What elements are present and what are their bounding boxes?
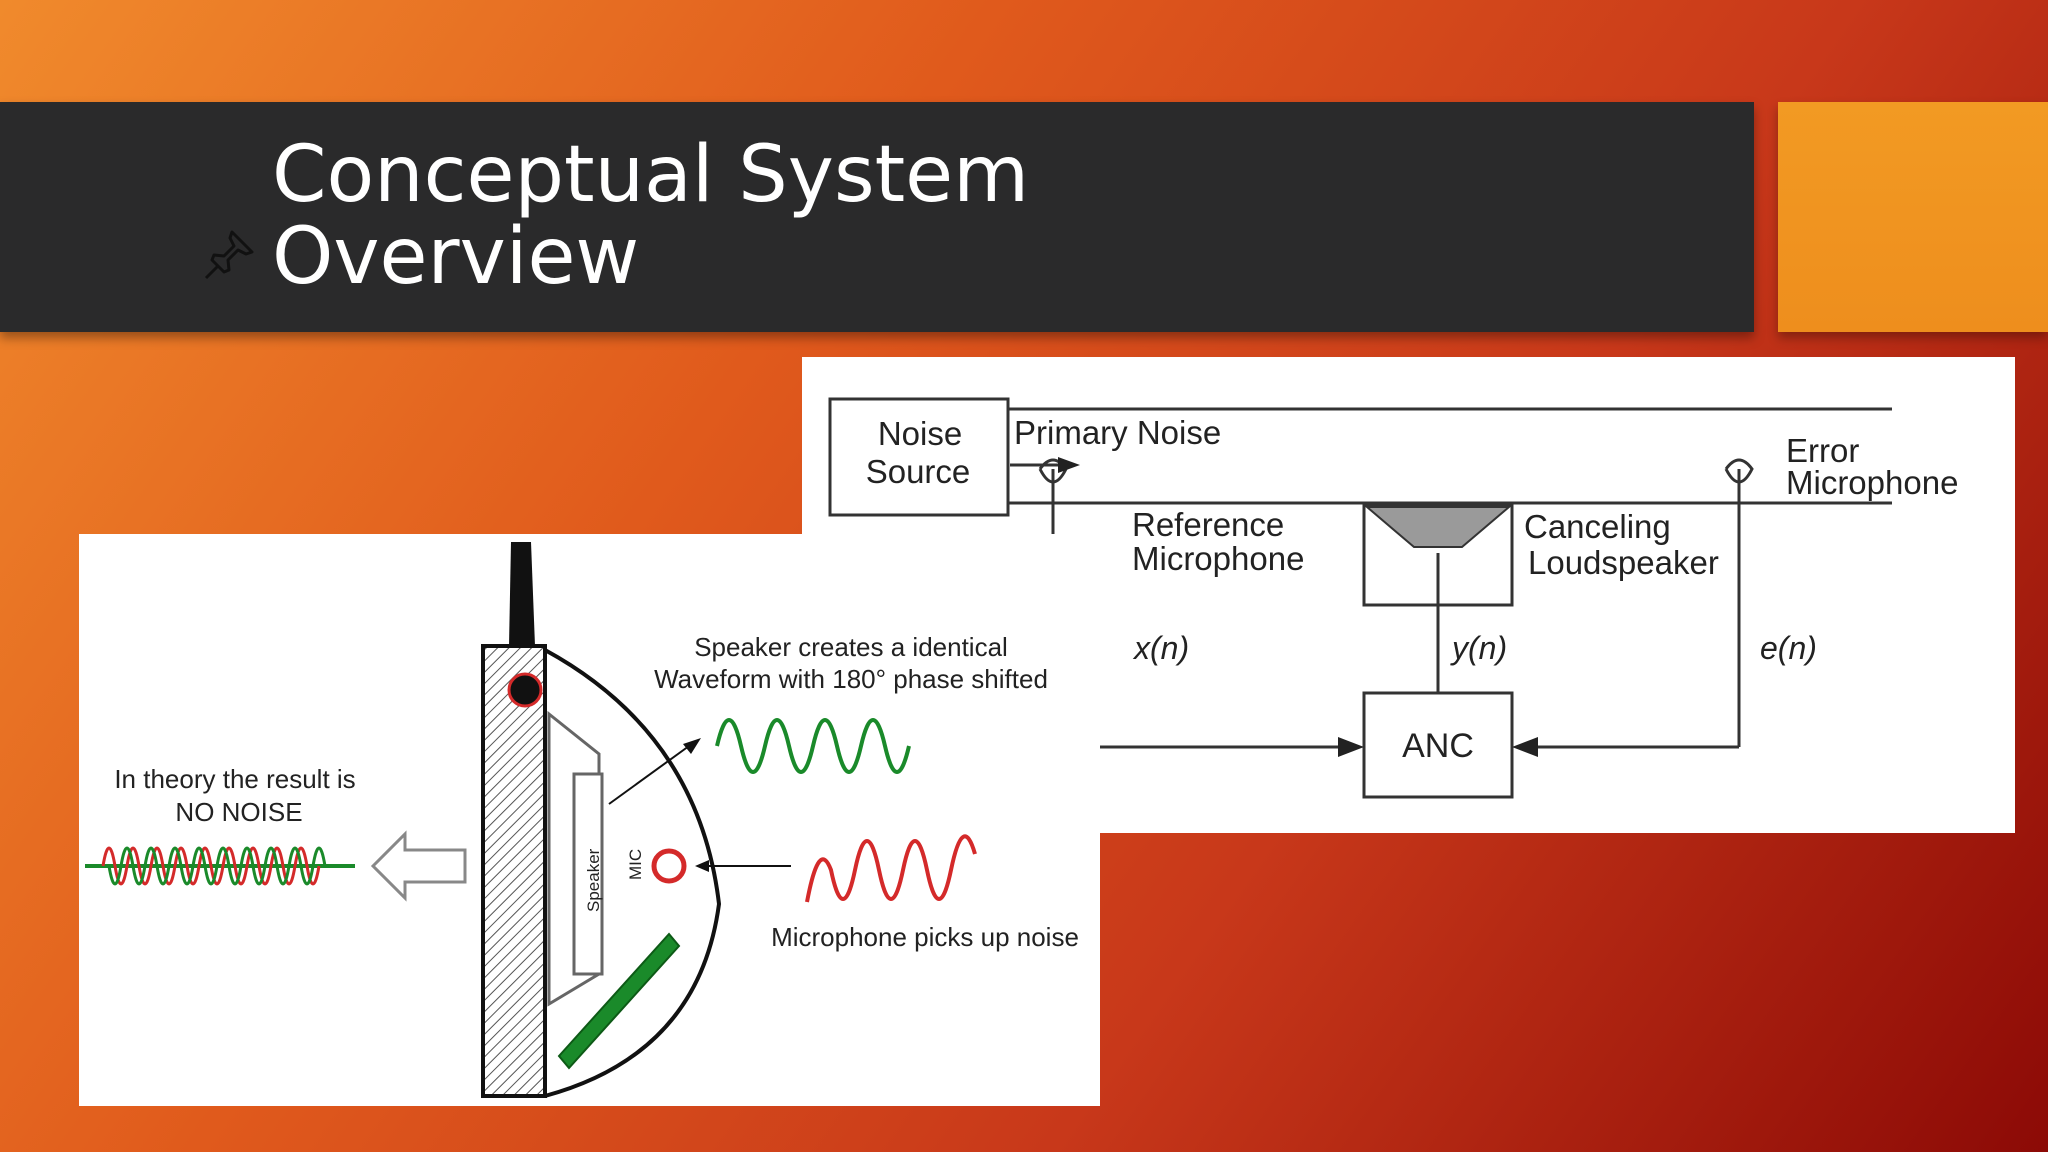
result-arrow <box>370 830 467 902</box>
x-signal-label: x(n) <box>1132 630 1189 666</box>
title-bar <box>0 102 1754 332</box>
speaker-note-1: Speaker creates a identical <box>694 632 1008 662</box>
speaker-label: Speaker <box>584 848 603 912</box>
canceling-label-2: Loudspeaker <box>1528 544 1719 581</box>
reference-mic-label-1: Reference <box>1132 506 1284 543</box>
title-line-1: Conceptual System <box>272 130 1030 220</box>
headphone-diagram: Speaker MIC In theory the result is NO N… <box>79 534 1100 1106</box>
noise-wave <box>805 834 977 903</box>
anc-box <box>1362 691 1514 799</box>
speaker-cone <box>1364 506 1512 548</box>
mic-label: MIC <box>626 849 645 880</box>
y-signal-label: y(n) <box>1450 630 1507 666</box>
mic <box>651 848 687 884</box>
result-wave-red <box>101 846 321 886</box>
reference-mic-label-2: Microphone <box>1132 540 1304 577</box>
anc-label: ANC <box>1402 727 1474 765</box>
result-label-1: In theory the result is <box>114 764 355 794</box>
mic-note: Microphone picks up noise <box>771 922 1079 952</box>
accent-block <box>1778 102 2048 332</box>
slide-title: Conceptual System Overview <box>272 134 1172 298</box>
e-signal-label: e(n) <box>1760 630 1817 666</box>
error-mic-label-2: Microphone <box>1786 464 1958 501</box>
circuit-board <box>557 932 681 1070</box>
noise-source-label-2: Source <box>866 453 971 490</box>
error-mic-label-1: Error <box>1786 432 1859 469</box>
result-label-2: NO NOISE <box>175 797 302 827</box>
speaker <box>572 772 604 976</box>
result-wave-green <box>107 846 327 886</box>
anti-noise-wave <box>715 718 911 774</box>
canceling-label-1: Canceling <box>1524 508 1671 545</box>
pin-icon <box>204 230 254 280</box>
speaker-note-2: Waveform with 180° phase shifted <box>654 664 1048 694</box>
ear-cup-housing <box>481 644 547 1098</box>
indicator-dot <box>507 672 543 708</box>
title-line-2: Overview <box>272 212 640 302</box>
noise-source-box <box>828 397 1010 517</box>
primary-noise-label: Primary Noise <box>1014 414 1221 451</box>
noise-source-label-1: Noise <box>878 415 962 452</box>
